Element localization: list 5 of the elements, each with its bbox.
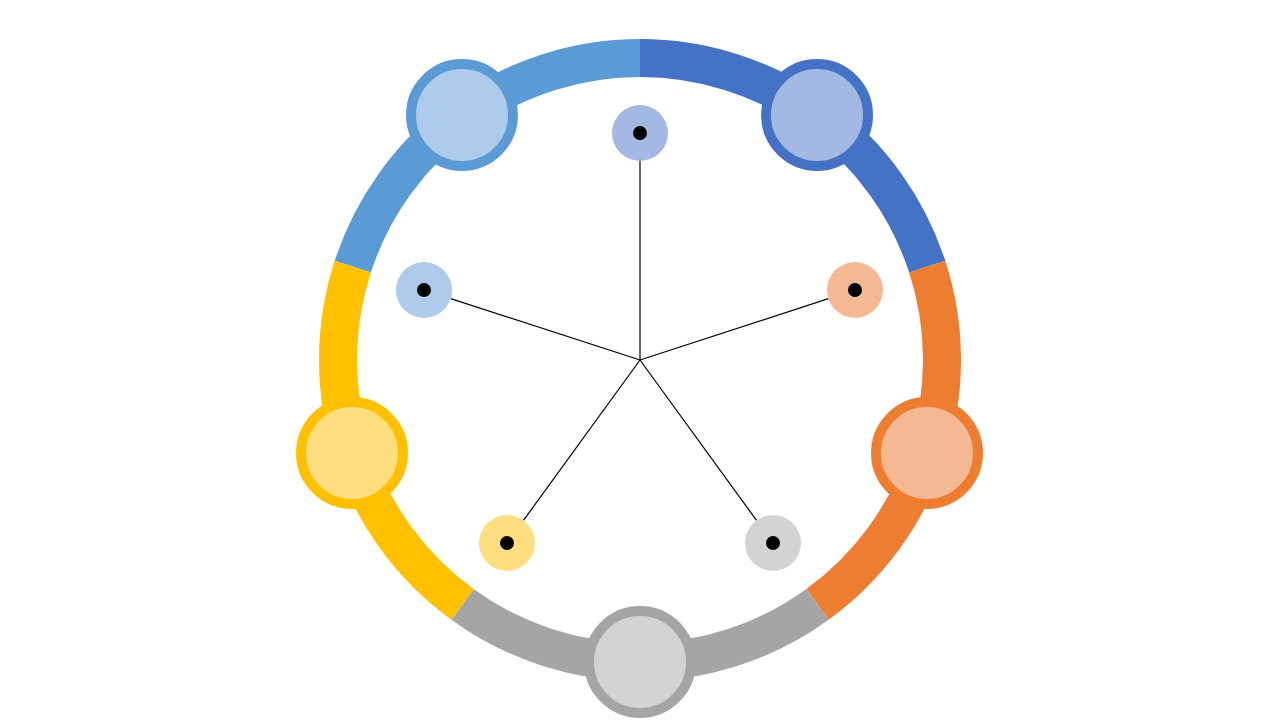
connector-line bbox=[639, 160, 641, 361]
connector-line bbox=[450, 298, 641, 361]
connector-line bbox=[639, 359, 758, 521]
connector-line bbox=[522, 359, 641, 521]
connector-line bbox=[639, 298, 829, 361]
